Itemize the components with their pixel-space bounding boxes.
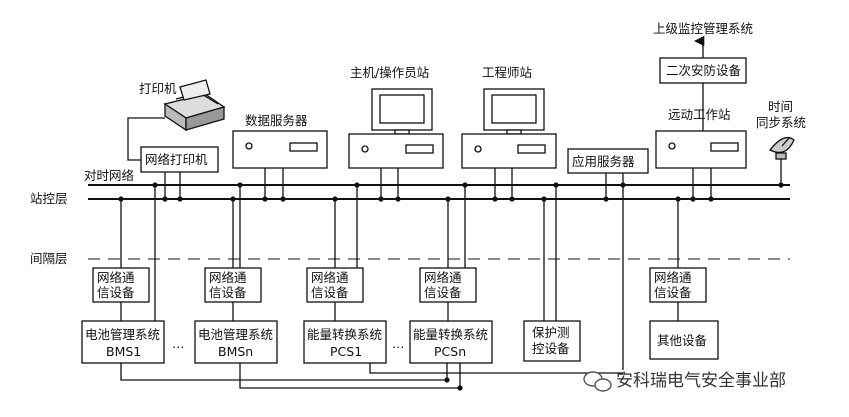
pcsn-label-line1: 能量转换系统 (413, 327, 488, 342)
bmsn-box (194, 320, 278, 364)
host-station-monitor (348, 88, 444, 169)
other-devices-box (649, 320, 719, 360)
other-devices-label: 其他设备 (657, 333, 708, 348)
pcs1-box (303, 320, 387, 364)
engineer-station-label: 工程师站 (482, 65, 532, 80)
timing-network-label: 对时网络 (84, 168, 135, 183)
ellipsis-2: … (392, 336, 405, 351)
comm-device-2-line2: 信设备 (209, 285, 247, 300)
comm-device-5-line2: 信设备 (654, 285, 692, 300)
engineer-station-monitor (461, 88, 557, 169)
time-sync-label-1: 时间 (768, 99, 793, 114)
protection-label-line1: 保护测 (532, 325, 570, 340)
printer-icon (163, 79, 226, 132)
protection-device-box (523, 320, 581, 362)
pcsn-box (409, 320, 493, 364)
data-server-label: 数据服务器 (245, 113, 308, 128)
time-sync-label-2: 同步系统 (756, 115, 806, 130)
bmsn-label-line1: 电池管理系统 (198, 327, 273, 342)
pcs1-label-line1: 能量转换系统 (307, 327, 382, 342)
comm-device-3-line1: 网络通 (311, 270, 349, 285)
pcsn-label-line2: PCSn (434, 344, 466, 359)
upper-system-label: 上级监控管理系统 (653, 21, 753, 36)
bms1-label-line1: 电池管理系统 (85, 327, 160, 342)
protection-label-line2: 控设备 (532, 341, 570, 356)
host-station-label: 主机/操作员站 (350, 65, 429, 80)
secondary-security-label: 二次安防设备 (666, 63, 742, 78)
station-layer-label: 站控层 (30, 191, 68, 206)
app-server-box (567, 148, 649, 174)
bms1-label-line2: BMS1 (106, 344, 141, 359)
printer-label: 打印机 (139, 81, 177, 96)
comm-device-1-line2: 信设备 (97, 285, 135, 300)
comm-device-4-line2: 信设备 (424, 285, 462, 300)
comm-device-5-line1: 网络通 (654, 270, 692, 285)
comm-device-2-line1: 网络通 (209, 270, 247, 285)
secondary-security-box (659, 57, 747, 84)
watermark: 安科瑞电气安全事业部 (583, 371, 786, 392)
comm-device-3-line2: 信设备 (311, 285, 349, 300)
remote-station-label: 远动工作站 (668, 107, 731, 122)
ellipsis-1: … (172, 336, 185, 351)
watermark-text: 安科瑞电气安全事业部 (616, 371, 786, 391)
junction-dots (118, 182, 784, 391)
pcs1-label-line2: PCS1 (330, 344, 362, 359)
comm-device-1-line1: 网络通 (97, 270, 135, 285)
comm-device-4-line1: 网络通 (424, 270, 462, 285)
bmsn-label-line2: BMSn (218, 344, 253, 359)
bms1-box (81, 320, 165, 364)
wechat-icon (583, 371, 612, 392)
app-server-label: 应用服务器 (572, 154, 635, 169)
satellite-dish-icon (768, 136, 795, 185)
bay-layer-label: 间隔层 (30, 251, 68, 266)
network-printer-label: 网络打印机 (145, 152, 208, 167)
